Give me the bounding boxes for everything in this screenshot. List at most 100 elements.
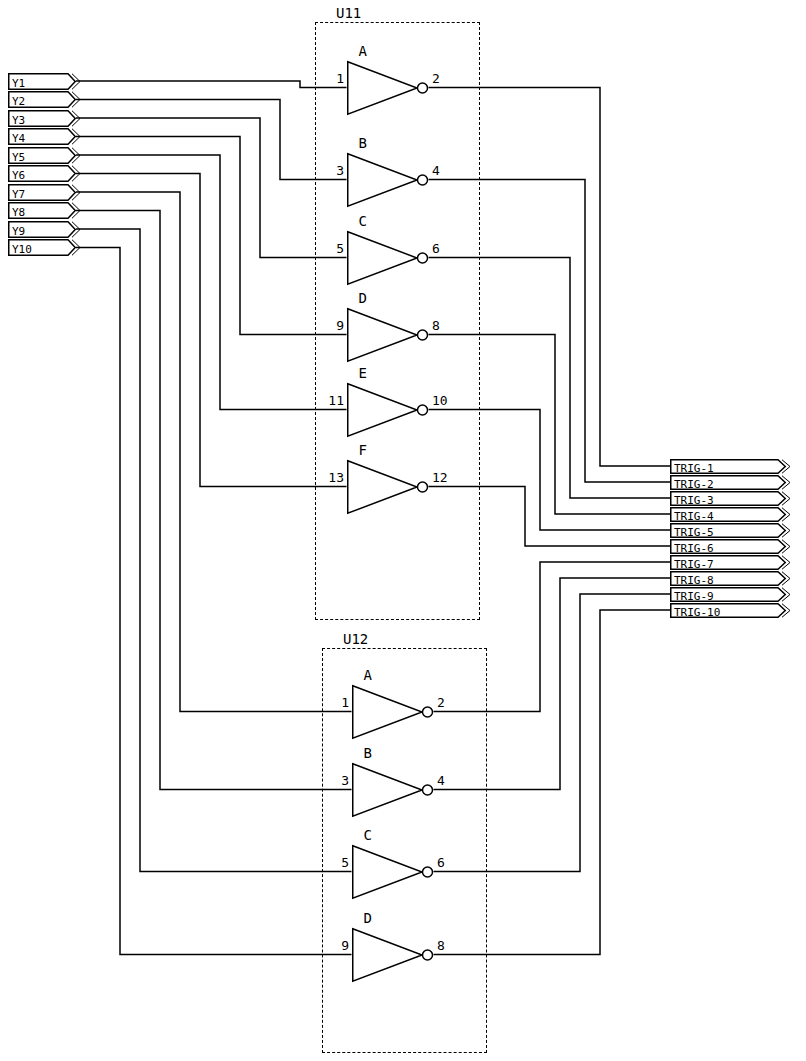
pin-number: 4 [432, 163, 440, 178]
input-port: Y3 [8, 110, 76, 127]
wire [76, 81, 347, 88]
pin-number-holder: 11 [328, 394, 344, 408]
text-holder: TRIG-3 [670, 491, 714, 508]
text-holder: TRIG-2 [670, 475, 714, 492]
signal-name: TRIG-8 [670, 573, 714, 588]
pin-number-holder: 8 [437, 939, 445, 953]
inverter-symbol [347, 460, 429, 514]
text-holder: TRIG-9 [670, 587, 714, 604]
output-port: TRIG-6 [670, 539, 786, 554]
text-holder: Y5 [8, 147, 25, 166]
pin-number: 9 [336, 318, 344, 333]
inverter-gate: F [347, 460, 429, 514]
wire [76, 248, 352, 955]
text-holder: A [359, 41, 367, 60]
signal-name: Y5 [8, 149, 25, 166]
pin-number: 1 [341, 695, 349, 710]
wire [76, 192, 352, 712]
text-holder: D [364, 908, 372, 927]
pin-number: 1 [336, 71, 344, 86]
gate-letter: D [359, 290, 367, 306]
signal-name: Y9 [8, 223, 25, 240]
pin-number: 6 [437, 855, 445, 870]
inverter-symbol [352, 928, 434, 982]
text-holder: U12 [343, 629, 368, 648]
pin-number-holder: 5 [336, 242, 344, 256]
wire [76, 211, 352, 790]
pin-number-holder: 3 [336, 164, 344, 178]
signal-name: TRIG-2 [670, 477, 714, 492]
pin-number-holder: 2 [432, 72, 440, 86]
text-holder: U11 [336, 3, 361, 22]
wire [76, 100, 347, 180]
pin-number-holder: 1 [336, 72, 344, 86]
signal-name: Y6 [8, 167, 25, 184]
pin-number: 11 [328, 393, 344, 408]
inverter-gate: D [347, 308, 429, 362]
signal-name: Y1 [8, 75, 25, 92]
pin-number-holder: 13 [328, 471, 344, 485]
inverter-gate: E [347, 383, 429, 437]
inverter-gate: A [347, 61, 429, 115]
pin-number-holder: 9 [341, 939, 349, 953]
text-holder: Y8 [8, 202, 25, 221]
text-holder: Y3 [8, 110, 25, 129]
gate-letter: C [359, 213, 367, 229]
signal-name: TRIG-7 [670, 557, 714, 572]
pin-number: 8 [432, 318, 440, 333]
wire [76, 155, 347, 410]
pin-number-holder: 8 [432, 319, 440, 333]
text-holder: Y2 [8, 91, 25, 110]
text-holder: A [364, 665, 372, 684]
output-port: TRIG-9 [670, 587, 786, 602]
wire [76, 137, 347, 335]
pin-number-holder: 3 [341, 774, 349, 788]
output-port: TRIG-2 [670, 475, 786, 490]
wire [76, 118, 347, 258]
input-port: Y1 [8, 73, 76, 90]
pin-number: 9 [341, 938, 349, 953]
text-holder: Y6 [8, 165, 25, 184]
pin-number: 10 [432, 393, 448, 408]
text-holder: B [364, 743, 372, 762]
part-name: U12 [343, 631, 368, 647]
inverter-symbol [352, 845, 434, 899]
inverter-gate: A [352, 685, 434, 739]
input-port: Y9 [8, 221, 76, 238]
gate-letter: D [364, 910, 372, 926]
signal-name: TRIG-9 [670, 589, 714, 604]
output-port: TRIG-4 [670, 507, 786, 522]
text-holder: Y9 [8, 221, 25, 240]
pin-number: 6 [432, 241, 440, 256]
gate-letter: A [364, 667, 372, 683]
gate-letter: C [364, 827, 372, 843]
input-port: Y2 [8, 91, 76, 108]
input-port: Y4 [8, 128, 76, 145]
pin-number: 3 [336, 163, 344, 178]
pin-number-holder: 12 [432, 471, 448, 485]
inverter-symbol [352, 685, 434, 739]
text-holder: TRIG-8 [670, 571, 714, 588]
pin-number: 5 [341, 855, 349, 870]
text-holder: TRIG-1 [670, 459, 714, 476]
input-port: Y8 [8, 202, 76, 219]
input-port: Y5 [8, 147, 76, 164]
text-holder: B [359, 133, 367, 152]
input-port: Y6 [8, 165, 76, 182]
text-holder: Y10 [8, 239, 32, 258]
part-name: U11 [336, 5, 361, 21]
text-holder: D [359, 288, 367, 307]
pin-number-holder: 4 [432, 164, 440, 178]
signal-name: TRIG-5 [670, 525, 714, 540]
text-holder: Y7 [8, 184, 25, 203]
pin-number-holder: 6 [432, 242, 440, 256]
input-port: Y10 [8, 239, 76, 256]
signal-name: Y8 [8, 204, 25, 221]
pin-number-holder: 5 [341, 856, 349, 870]
signal-name: TRIG-1 [670, 461, 714, 476]
signal-name: Y7 [8, 186, 25, 203]
text-holder: TRIG-6 [670, 539, 714, 556]
pin-number: 3 [341, 773, 349, 788]
inverter-symbol [347, 231, 429, 285]
inverter-gate: B [347, 153, 429, 207]
